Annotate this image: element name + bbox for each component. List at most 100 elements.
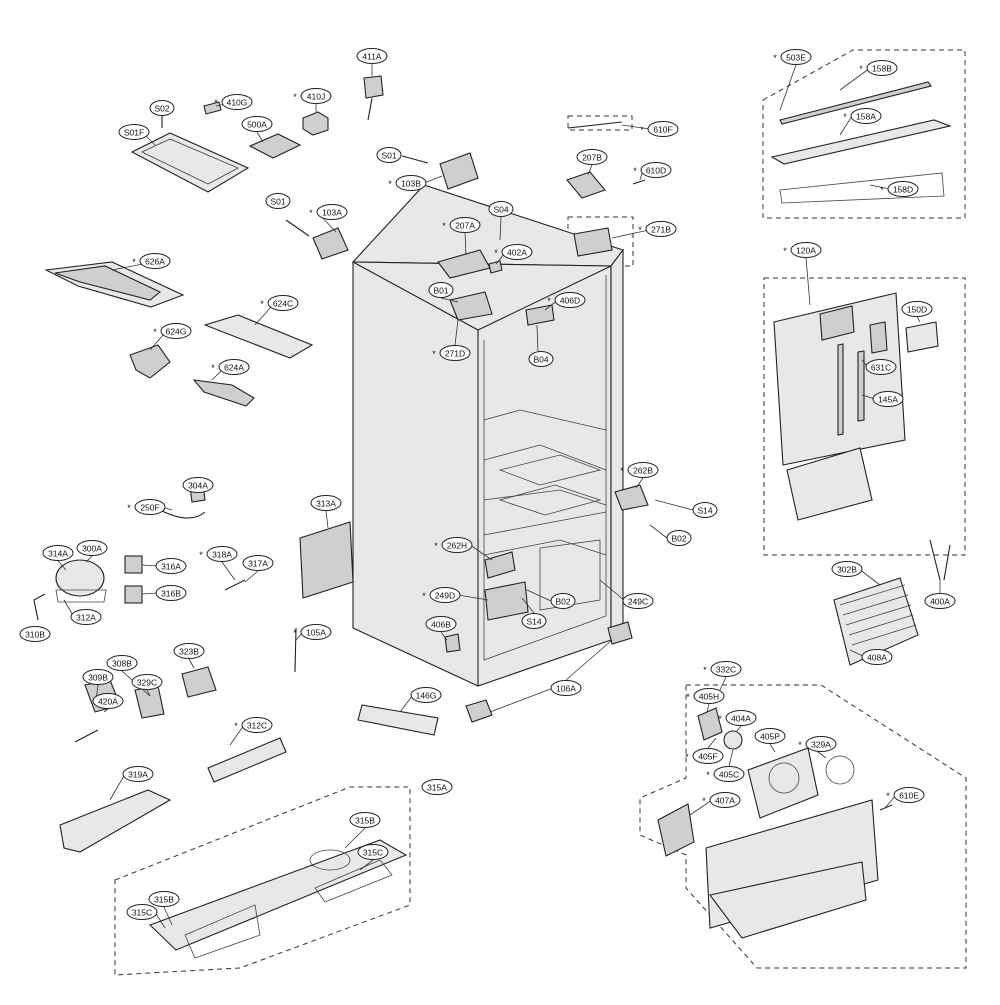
callout-oval bbox=[439, 345, 471, 361]
callout-text: 329A bbox=[811, 740, 831, 750]
callout-oval bbox=[865, 359, 897, 375]
callout-oval bbox=[76, 540, 108, 556]
callout-text: 405F bbox=[698, 752, 717, 762]
callout-text: 271B bbox=[651, 225, 671, 235]
callout-text: 309B bbox=[88, 673, 108, 683]
callout-text: 271D bbox=[445, 349, 465, 359]
callout-oval bbox=[709, 792, 741, 808]
callout-410j: 410J * bbox=[293, 88, 332, 104]
callout-asterisk: * bbox=[214, 98, 218, 108]
callout-oval bbox=[640, 162, 672, 178]
callout-asterisk: * bbox=[706, 770, 710, 780]
callout-text: S14 bbox=[526, 617, 541, 627]
callout-text: 411A bbox=[362, 52, 382, 62]
callout-402a: 402A* bbox=[494, 244, 533, 260]
callout-text: 624G bbox=[166, 327, 187, 337]
callout-text: 407A bbox=[715, 796, 735, 806]
callout-oval bbox=[106, 655, 138, 671]
callout-610d: 610D* bbox=[633, 162, 672, 178]
callout-oval bbox=[155, 585, 187, 601]
callout-text: 410J bbox=[307, 92, 325, 102]
callout-asterisk: * bbox=[547, 296, 551, 306]
callout-316b: 316B bbox=[155, 585, 187, 601]
callout-text: 315C bbox=[363, 848, 383, 858]
left-shelf-parts bbox=[44, 261, 314, 407]
callout-631c: 631C bbox=[865, 359, 897, 375]
callout-s14: S14 bbox=[521, 613, 547, 629]
callout-oval bbox=[449, 217, 481, 233]
callout-410g: 410G* bbox=[214, 94, 253, 110]
callout-406b: 406B bbox=[425, 616, 457, 632]
callout-text: 323B bbox=[179, 647, 199, 657]
callout-313a: 313A bbox=[310, 495, 342, 511]
callout-text: 420A bbox=[98, 697, 118, 707]
callout-oval bbox=[316, 204, 348, 220]
callout-text: 103B bbox=[401, 179, 421, 189]
callout-oval bbox=[118, 124, 150, 140]
callout-oval bbox=[242, 555, 274, 571]
callout-332c: 332C* bbox=[703, 661, 742, 677]
callout-asterisk: * bbox=[640, 125, 644, 135]
callout-262h: 262H* bbox=[434, 537, 473, 553]
callout-asterisk: * bbox=[293, 92, 297, 102]
callout-312a: 312A bbox=[70, 609, 102, 625]
callout-420a: 420A bbox=[92, 693, 124, 709]
callout-asterisk: * bbox=[211, 363, 215, 373]
callout-oval bbox=[131, 674, 163, 690]
callout-s14: S14 bbox=[692, 502, 718, 518]
callout-oval bbox=[356, 48, 388, 64]
callout-text: 400A bbox=[930, 597, 950, 607]
callout-text: 316B bbox=[161, 589, 181, 599]
callout-624a: 624A* bbox=[211, 359, 250, 375]
callout-text: 319A bbox=[128, 770, 148, 780]
callout-text: 631C bbox=[871, 363, 891, 373]
callout-b02: B02 bbox=[666, 530, 692, 546]
callout-oval bbox=[550, 593, 576, 609]
callout-text: 610D bbox=[646, 166, 666, 176]
callout-500a: 500A bbox=[241, 116, 273, 132]
callout-oval bbox=[901, 301, 933, 317]
callout-asterisk: * bbox=[843, 112, 847, 122]
callout-oval bbox=[550, 680, 582, 696]
callout-300a: 300A bbox=[76, 540, 108, 556]
callout-text: 402A bbox=[507, 248, 527, 258]
callout-610f: 610F* bbox=[640, 121, 679, 137]
callout-262b: 262B* bbox=[620, 462, 659, 478]
callout-oval bbox=[627, 462, 659, 478]
callout-315a: 315A bbox=[421, 779, 453, 795]
callout-405p: 405P bbox=[754, 728, 786, 744]
callout-oval bbox=[126, 904, 158, 920]
callout-oval bbox=[528, 351, 554, 367]
callout-oval bbox=[780, 49, 812, 65]
callout-asterisk: * bbox=[620, 466, 624, 476]
callout-oval bbox=[725, 710, 757, 726]
callout-asterisk: * bbox=[685, 752, 689, 762]
callout-624g: 624G* bbox=[153, 323, 192, 339]
callout-oval bbox=[122, 766, 154, 782]
callout-asterisk: * bbox=[422, 591, 426, 601]
callout-oval bbox=[357, 844, 389, 860]
callout-oval bbox=[692, 748, 724, 764]
callout-oval bbox=[790, 242, 822, 258]
callout-asterisk: * bbox=[432, 349, 436, 359]
callout-s01f: S01F bbox=[118, 124, 150, 140]
callout-text: 158A bbox=[856, 112, 876, 122]
callout-oval bbox=[376, 147, 402, 163]
callout-304a: 304A bbox=[182, 477, 214, 493]
callout-624c: 624C* bbox=[260, 295, 299, 311]
callout-oval bbox=[576, 149, 608, 165]
callout-oval bbox=[893, 787, 925, 803]
callout-oval bbox=[805, 736, 837, 752]
callout-text: B01 bbox=[433, 286, 448, 296]
callout-text: 106A bbox=[556, 684, 576, 694]
callout-oval bbox=[92, 693, 124, 709]
upper-right-parts bbox=[770, 81, 952, 204]
callout-asterisk: * bbox=[293, 628, 297, 638]
callout-309b: 309B bbox=[82, 669, 114, 685]
callout-oval bbox=[850, 108, 882, 124]
callout-158a: 158A * bbox=[843, 108, 882, 124]
callout-411a: 411A bbox=[356, 48, 388, 64]
callout-oval bbox=[754, 728, 786, 744]
callout-asterisk: * bbox=[686, 692, 690, 702]
